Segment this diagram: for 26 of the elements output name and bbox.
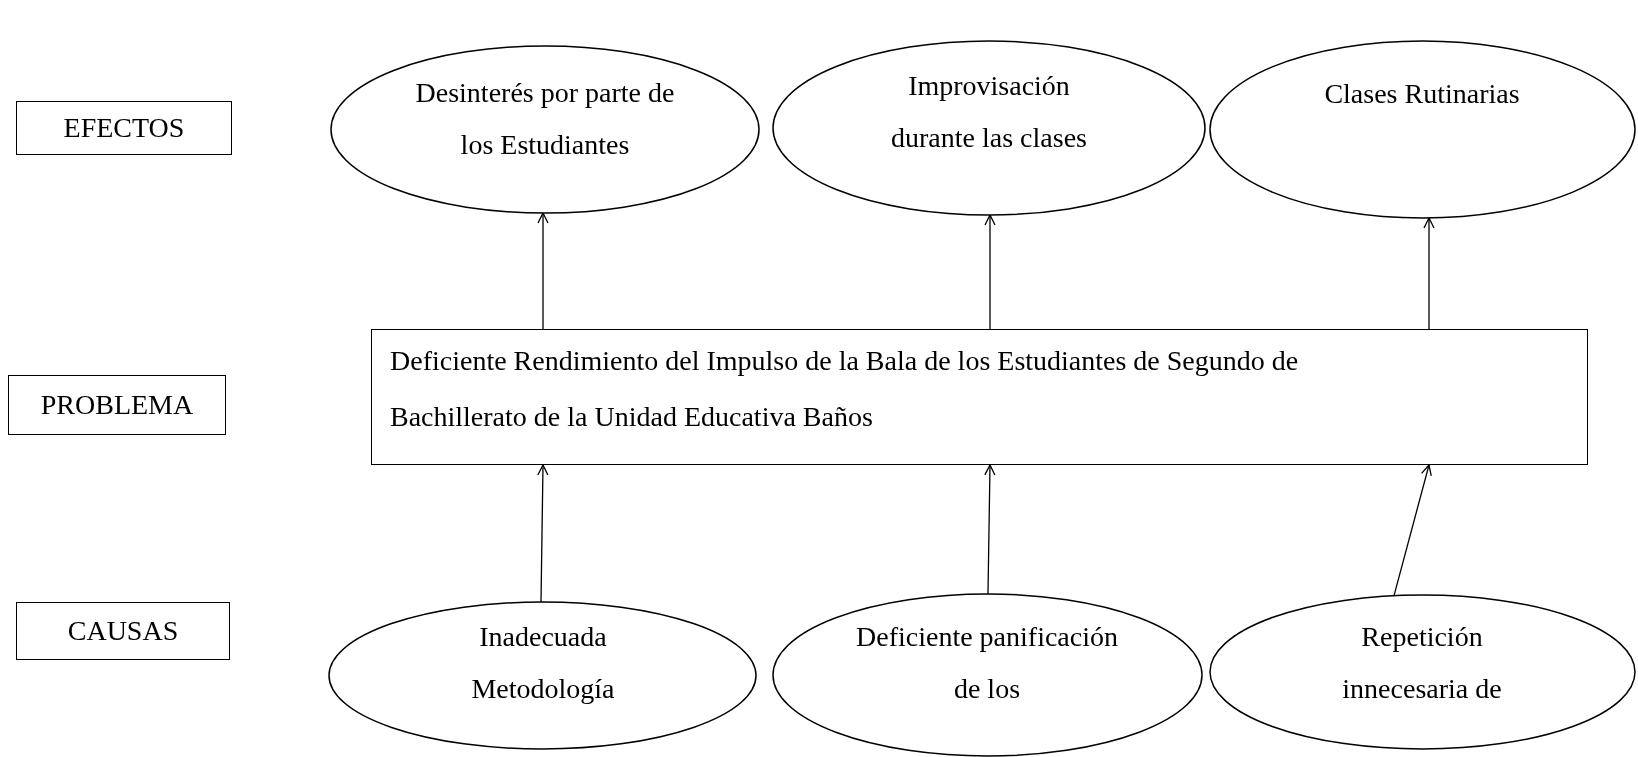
node-text: Clases Rutinarias <box>1324 78 1520 109</box>
node-text: Deficiente panificación de los <box>856 621 1118 704</box>
arrow <box>537 212 549 330</box>
arrow <box>1393 464 1432 597</box>
section-label-box <box>8 375 226 435</box>
arrow <box>984 214 996 330</box>
node-text: Deficiente Rendimiento del Impulso de la Bala de los Estudiantes de Segundo de Bachillerato de la Unidad Educativa Baños <box>390 344 1300 434</box>
node-text: CAUSAS <box>67 614 179 648</box>
cause-ellipse <box>328 601 757 750</box>
cause-ellipse <box>772 593 1203 757</box>
cause-ellipse <box>1209 594 1636 750</box>
node-text: Improvisación durante las clases <box>891 70 1087 153</box>
effect-ellipse <box>1209 40 1636 219</box>
effect-ellipse <box>330 45 760 214</box>
section-label-box <box>16 101 232 155</box>
node-text: Desinterés por parte de los Estudiantes <box>415 77 675 160</box>
node-text: EFECTOS <box>63 111 185 145</box>
effect-ellipse <box>772 40 1206 216</box>
section-label-box <box>16 602 230 660</box>
node-text: Repetición innecesaria de <box>1342 621 1502 704</box>
arrow <box>984 464 996 595</box>
arrow <box>537 464 549 603</box>
node-text: Inadecuada Metodología <box>471 621 615 704</box>
problem-box <box>371 329 1588 465</box>
node-text: PROBLEMA <box>40 388 194 422</box>
arrow <box>1423 217 1435 330</box>
